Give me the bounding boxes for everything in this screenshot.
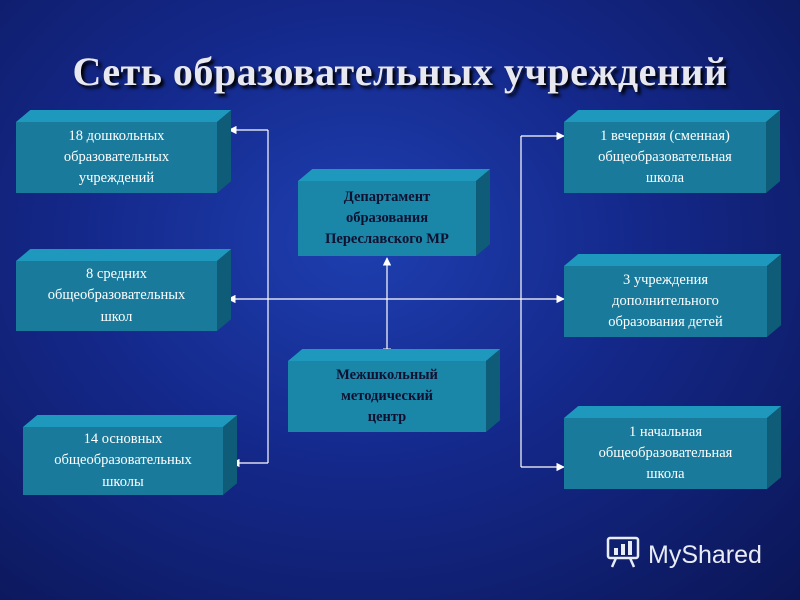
box-method-center-text: Межшкольный методический центр: [336, 366, 438, 425]
box-additional-education-text: 3 учреждения дополнительного образования…: [608, 271, 723, 330]
box-primary-school: 1 начальная общеобразовательная школа: [564, 418, 767, 489]
box-basic-schools: 14 основных общеобразовательных школы: [23, 427, 223, 495]
box-evening-school: 1 вечерняя (сменная) общеобразовательная…: [564, 122, 766, 193]
watermark-text: MyShared: [648, 540, 762, 569]
box-secondary-schools-text: 8 средних общеобразовательных школ: [47, 266, 186, 325]
box-preschool-text: 18 дошкольных образовательных учреждений: [63, 127, 170, 186]
slide-title: Сеть образовательных учреждений: [72, 49, 728, 94]
presentation-board-icon: [606, 535, 642, 576]
box-preschool: 18 дошкольных образовательных учреждений: [16, 122, 217, 193]
box-department: Департамент образования Переславского МР: [298, 181, 476, 256]
box-evening-school-text: 1 вечерняя (сменная) общеобразовательная…: [598, 127, 732, 186]
watermark-logo: MyShared: [606, 536, 762, 572]
box-method-center: Межшкольный методический центр: [288, 361, 486, 432]
box-additional-education: 3 учреждения дополнительного образования…: [564, 266, 767, 337]
box-basic-schools-text: 14 основных общеобразовательных школы: [54, 431, 192, 490]
box-primary-school-text: 1 начальная общеобразовательная школа: [598, 423, 733, 482]
box-department-text: Департамент образования Переславского МР: [325, 188, 449, 247]
box-secondary-schools: 8 средних общеобразовательных школ: [16, 261, 217, 331]
